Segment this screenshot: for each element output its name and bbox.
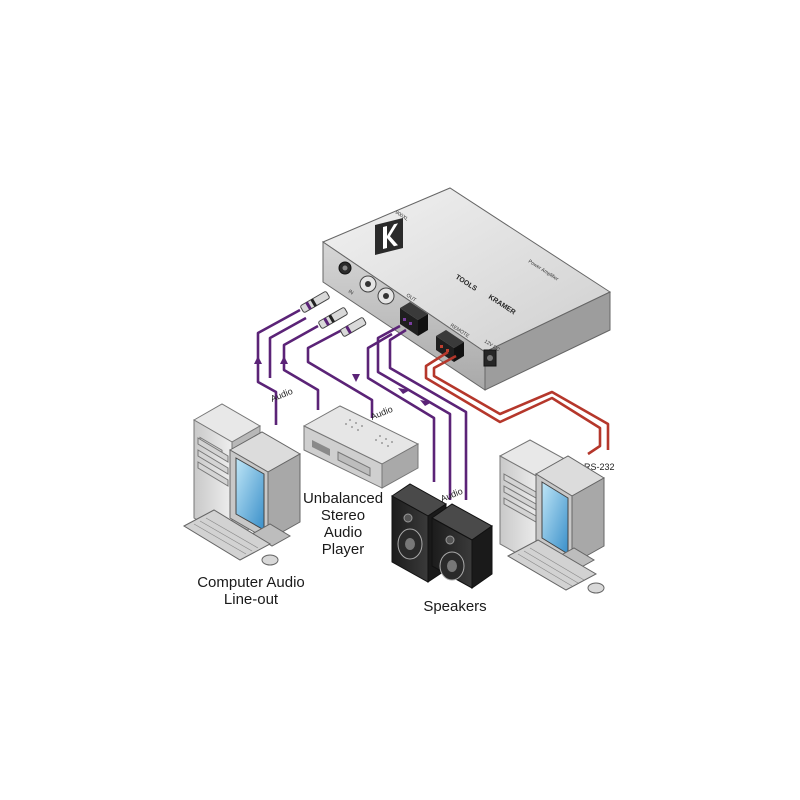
rca-plugs [300, 291, 367, 337]
player-caption-line2: Stereo [320, 507, 366, 524]
audio-label-speakers: Audio [439, 486, 464, 504]
speakers [391, 483, 493, 589]
power-amplifier-device: 900XL KRAMER TOOLS Power Amplifier IN OU… [321, 187, 612, 391]
signal-direction-arrows [254, 356, 432, 406]
audio-cable-computer [256, 308, 301, 425]
right-drive-bays [503, 473, 537, 523]
left-mouse [261, 554, 279, 566]
output-terminal-block[interactable] [400, 302, 428, 336]
right-mouse [587, 582, 605, 594]
in-port-label: IN [347, 289, 355, 297]
rca-jacks[interactable] [338, 261, 395, 305]
kramer-logo [375, 218, 403, 255]
player-caption-line3: Audio [323, 524, 363, 541]
audio-cables [256, 308, 468, 500]
computer-caption: Computer Audio Line-out [176, 574, 326, 608]
stereo-audio-player [302, 405, 420, 489]
computer-caption-line2: Line-out [223, 591, 279, 608]
computer-caption-line1: Computer Audio [197, 574, 305, 591]
rs232-label: RS-232 [584, 462, 615, 472]
drive-bays [197, 437, 229, 487]
left-keyboard [182, 509, 272, 561]
left-computer [182, 403, 302, 566]
out-port-label: OUT [405, 293, 417, 304]
speakers-caption: Speakers [400, 598, 510, 615]
right-computer [498, 439, 605, 594]
audio-cable-speakers [376, 324, 452, 500]
player-caption-line4: Player [321, 541, 365, 558]
speakers-caption-text: Speakers [423, 598, 487, 615]
audio-cable-player [282, 324, 320, 410]
rs232-cable [424, 350, 610, 456]
player-caption-line1: Unbalanced [302, 490, 384, 507]
power-jack[interactable] [483, 349, 497, 367]
player-caption: Unbalanced Stereo Audio Player [288, 490, 398, 558]
right-keyboard [506, 539, 598, 591]
audio-label-computer: Audio [269, 386, 294, 404]
player-grille [345, 419, 393, 447]
